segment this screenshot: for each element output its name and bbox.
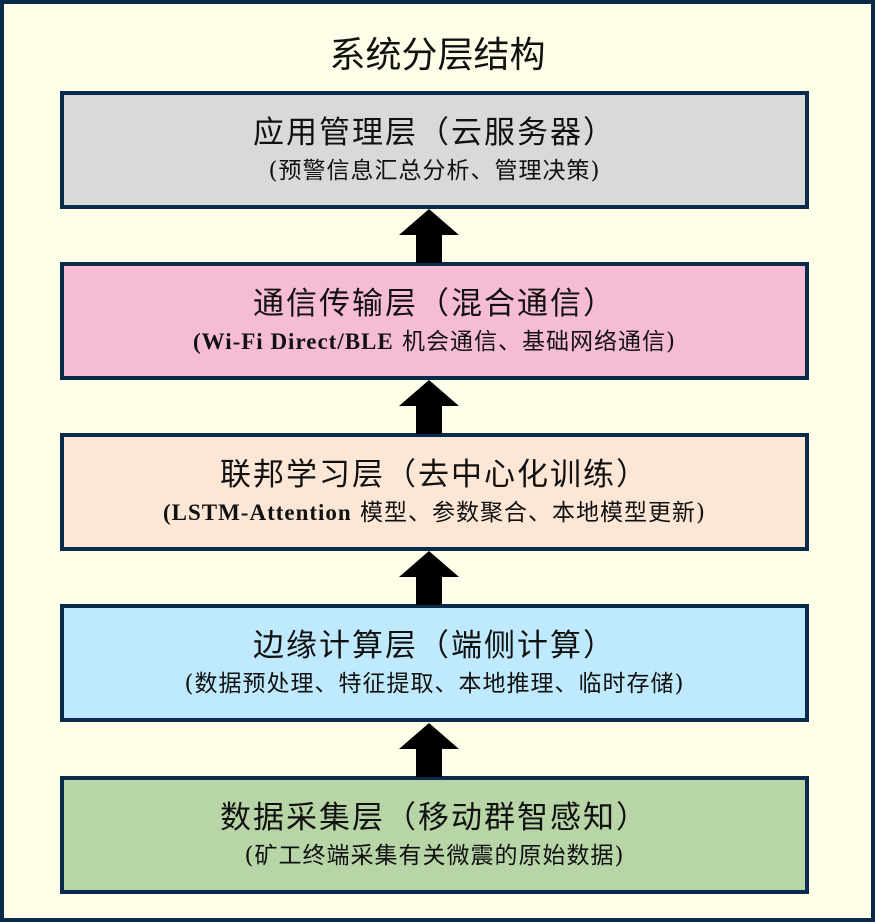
layer-title: 应用管理层（云服务器） xyxy=(253,115,616,151)
layer-federated-learning: 联邦学习层（去中心化训练） (LSTM-Attention 模型、参数聚合、本地… xyxy=(60,433,809,551)
up-arrow-icon xyxy=(399,723,459,777)
layer-description: (矿工终端采集有关微震的原始数据) xyxy=(244,843,625,869)
layer-communication: 通信传输层（混合通信） (Wi-Fi Direct/BLE 机会通信、基础网络通… xyxy=(60,262,809,380)
layer-title: 通信传输层（混合通信） xyxy=(253,286,616,322)
layer-title: 联邦学习层（去中心化训练） xyxy=(220,457,649,493)
layer-description: (预警信息汇总分析、管理决策) xyxy=(268,158,601,184)
layer-application: 应用管理层（云服务器） (预警信息汇总分析、管理决策) xyxy=(60,91,809,209)
diagram-title: 系统分层结构 xyxy=(329,35,546,76)
layer-title: 数据采集层（移动群智感知） xyxy=(220,800,649,836)
layer-title: 边缘计算层（端侧计算） xyxy=(253,628,616,664)
layer-description: (Wi-Fi Direct/BLE 机会通信、基础网络通信) xyxy=(192,329,677,355)
layer-description: (LSTM-Attention 模型、参数聚合、本地模型更新) xyxy=(162,500,707,526)
up-arrow-icon xyxy=(399,551,459,605)
layer-edge-computing: 边缘计算层（端侧计算） (数据预处理、特征提取、本地推理、临时存储) xyxy=(60,604,809,722)
layer-data-collection: 数据采集层（移动群智感知） (矿工终端采集有关微震的原始数据) xyxy=(60,776,809,894)
up-arrow-icon xyxy=(399,209,459,263)
layer-description: (数据预处理、特征提取、本地推理、临时存储) xyxy=(184,671,685,697)
up-arrow-icon xyxy=(399,380,459,434)
